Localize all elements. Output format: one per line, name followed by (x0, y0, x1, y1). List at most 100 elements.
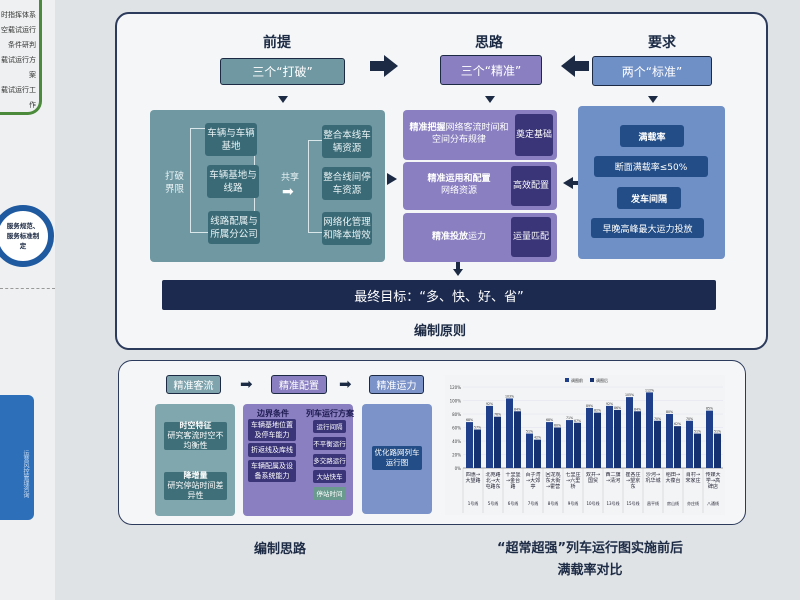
arrow-right-icon: ➡ (240, 375, 253, 393)
share-arrow-icon: ➡ (282, 184, 294, 200)
consulting-card: 运营风控管理咨询 (0, 395, 34, 520)
data-label: 84% (634, 407, 641, 411)
feature-title: 时空特征 (179, 421, 212, 430)
chart-title-line: 满载率对比 (557, 563, 623, 578)
y-tick-label: 120% (450, 385, 462, 390)
data-label: 60% (554, 424, 561, 428)
bar (546, 422, 553, 468)
service-circle: 服务规范、服务标准制定 (0, 205, 54, 267)
data-label: 70% (654, 417, 661, 421)
step-precise-capacity: 精准运力 (369, 375, 424, 394)
row-text: 网络资源 (440, 186, 477, 196)
bar (634, 411, 641, 468)
arrow-down-icon (485, 96, 495, 103)
data-label: 92% (486, 402, 493, 406)
row-bold: 精准运用和配置 (427, 174, 491, 184)
bar (574, 422, 581, 468)
feature-text: 研究停站时间差异性 (167, 481, 224, 500)
arrow-shaft (573, 181, 579, 185)
standard-title: 满载率 (620, 125, 684, 147)
boundary-item: 车辆基地位置及停车能力 (248, 419, 296, 441)
y-tick-label: 100% (450, 399, 462, 404)
y-tick-label: 60% (452, 426, 461, 431)
share-label: 共享 (281, 173, 300, 183)
bar (706, 410, 713, 468)
bar (614, 409, 621, 468)
result-box: 优化路网列车运行图 (372, 446, 422, 470)
integrate-item: 整合线间停车资源 (322, 167, 372, 200)
bar (666, 414, 673, 468)
arrow-shaft (575, 61, 589, 71)
category-section: 四惠→大望路 (465, 472, 481, 484)
category-section: 十里堡→金台路 (505, 472, 521, 490)
category-section: 回龙观东大街→霍营 (545, 472, 561, 490)
data-label: 51% (714, 430, 721, 434)
arrow-right-icon (384, 55, 398, 77)
legend-swatch (565, 378, 569, 382)
step-precise-config: 精准配置 (271, 375, 327, 394)
feature-box: 时空特征研究客流时空不均衡性 (164, 421, 227, 450)
plan-item: 不平衡运行 (313, 437, 346, 450)
data-label: 71% (566, 416, 573, 420)
arrow-left-icon (563, 177, 573, 189)
data-label: 80% (666, 410, 673, 414)
data-label: 62% (674, 422, 681, 426)
category-line: 15号线 (626, 500, 639, 506)
bar (646, 392, 653, 468)
integrate-item: 整合本线车辆资源 (322, 125, 372, 158)
list-item: 空载试运行 (1, 26, 36, 34)
data-label: 89% (586, 404, 593, 408)
row-tag: 奠定基础 (515, 114, 553, 156)
col-header: 边界条件 (257, 409, 289, 418)
bar (606, 405, 613, 468)
data-label: 51% (694, 430, 701, 434)
category-section: 七里庄→六里桥 (565, 472, 581, 490)
category-line: 八通线 (707, 500, 719, 506)
precise-row: 精准把握网络客流时间和空间分布规律 奠定基础 (403, 110, 557, 160)
arrow-right-icon (387, 173, 397, 185)
y-tick-label: 20% (452, 453, 461, 458)
divider (0, 288, 55, 289)
category-section: 北苑路北→大屯路东 (485, 472, 501, 490)
arrow-shaft (370, 61, 384, 71)
data-label: 67% (574, 419, 581, 423)
plan-item: 运行间隔 (313, 420, 346, 433)
list-item: 时指挥体系 (1, 11, 36, 19)
bar (486, 405, 493, 468)
bar (494, 416, 501, 468)
row-tag: 高效配置 (511, 166, 551, 206)
bar (594, 412, 601, 468)
plan-item: 停站时间 (313, 487, 346, 500)
arrow-down-icon (453, 269, 463, 276)
boundary-item: 折返线及库线 (248, 443, 296, 457)
bar (534, 439, 541, 468)
bar (654, 420, 661, 468)
bar (566, 420, 573, 468)
data-label: 42% (534, 436, 541, 440)
break-label: 打破界限 (165, 171, 185, 195)
bar (694, 433, 701, 468)
legend-label: 调图前 (571, 377, 583, 383)
arrow-left-icon (561, 55, 575, 77)
pill-two-standards: 两个“标准” (592, 56, 712, 86)
category-section: 西二旗→清河 (605, 472, 621, 484)
heading-approach: 思路 (475, 35, 503, 51)
category-line: 昌平线 (647, 500, 659, 506)
bar (514, 411, 521, 468)
category-line: 房山线 (667, 500, 679, 506)
bar (506, 398, 513, 468)
plan-item: 大站快车 (313, 470, 346, 483)
bar (586, 407, 593, 468)
y-tick-label: 0% (455, 466, 462, 471)
data-label: 68% (466, 418, 473, 422)
arrow-right-icon: ➡ (339, 375, 352, 393)
category-line: 5号线 (488, 500, 499, 506)
category-section: 崔各庄→望京东 (625, 472, 641, 490)
data-label: 82% (594, 409, 601, 413)
bar (466, 422, 473, 468)
category-line: 10号线 (586, 500, 599, 506)
break-item: 车辆与车辆基地 (205, 123, 257, 156)
category-section: 肖村→宋家庄 (685, 472, 701, 484)
data-label: 84% (514, 407, 521, 411)
